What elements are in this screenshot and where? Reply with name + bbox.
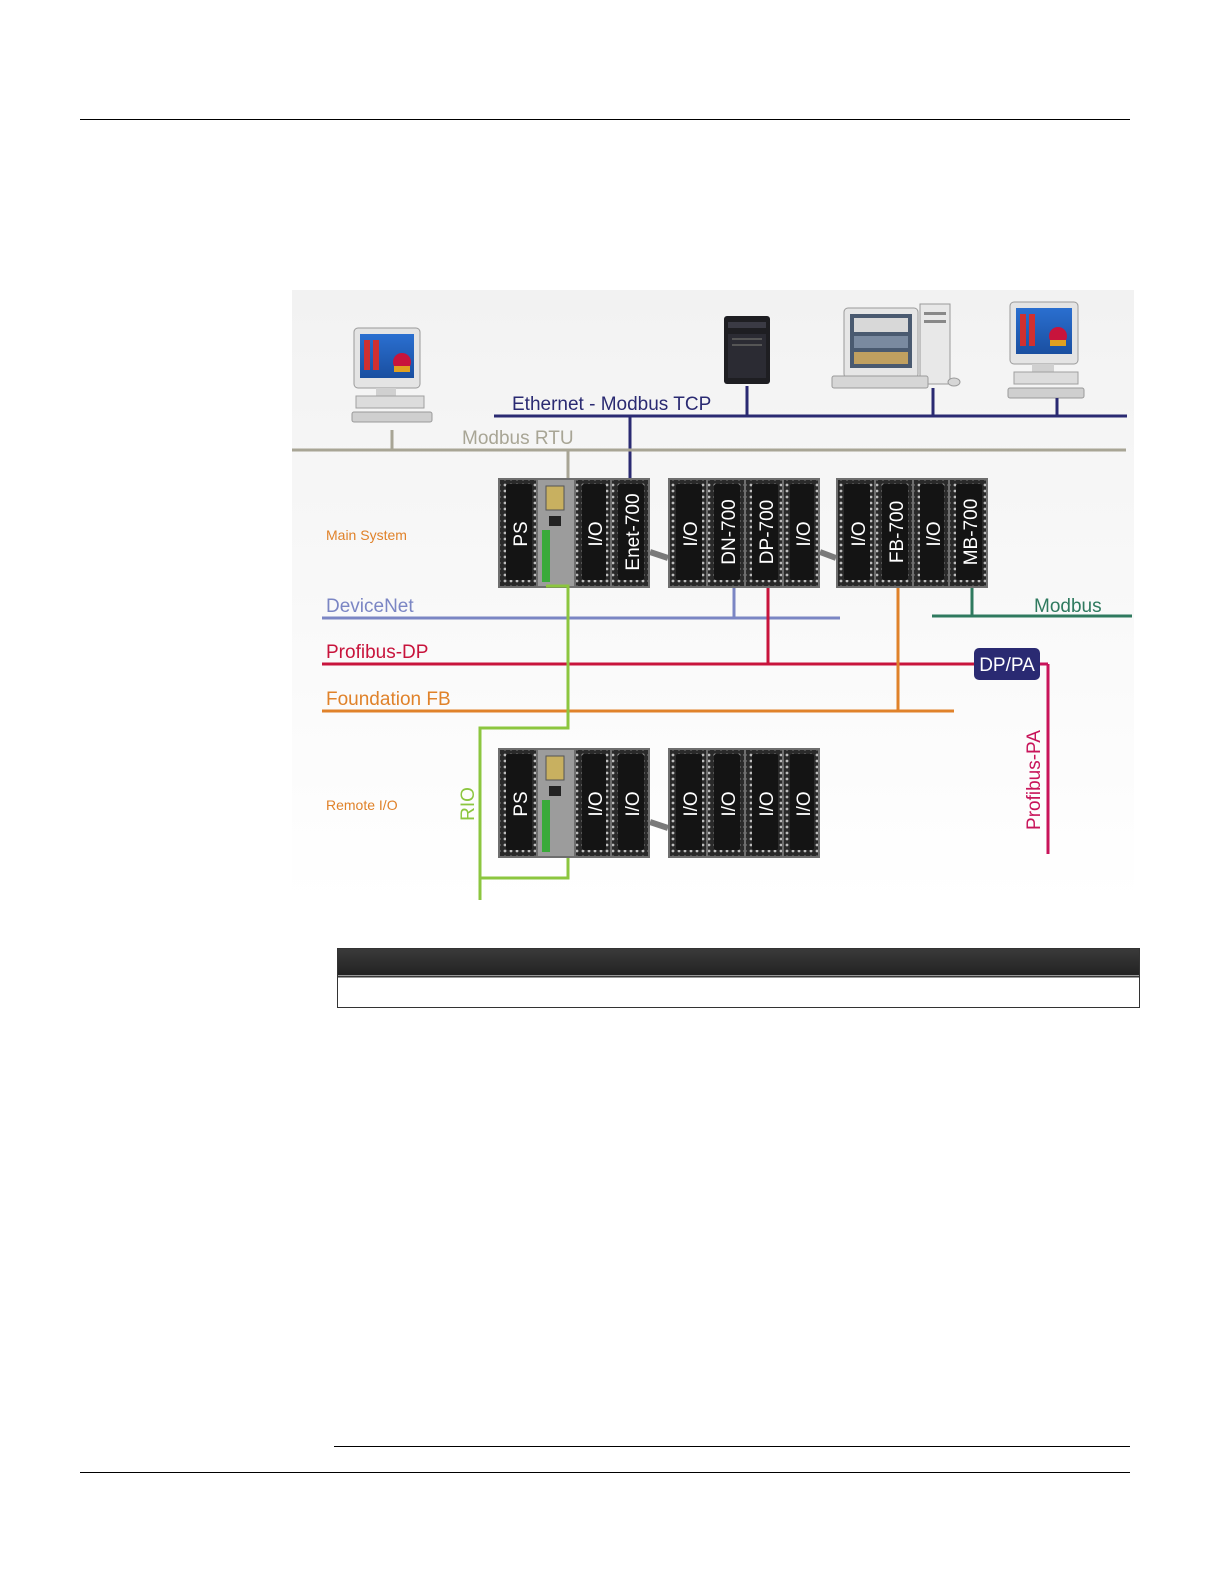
remote-io-2-label: I/O <box>623 791 644 816</box>
main-io-1-label: I/O <box>586 521 607 546</box>
remote-rack-2-io-module-c: I/O <box>746 750 782 856</box>
modbus-label: Modbus <box>1034 596 1102 617</box>
main-io-4-label: I/O <box>849 521 870 546</box>
figure-caption-box <box>337 948 1140 1008</box>
remote-ps-label: PS <box>511 791 532 816</box>
remote-rack-1-io-module-b: I/O <box>612 750 648 856</box>
remote-io-1-label: I/O <box>586 791 607 816</box>
main-rack-2-dn-module: DN-700 <box>708 480 744 586</box>
mb-700-label: MB-700 <box>961 499 982 566</box>
dp-pa-label: DP/PA <box>979 655 1035 676</box>
remote-rack-1-ps-module: PS <box>500 750 536 856</box>
profibus-pa-label: Profibus-PA <box>1024 730 1045 830</box>
main-io-5-label: I/O <box>924 521 945 546</box>
hmi-workstation-left-icon <box>352 328 432 422</box>
main-rack-3-io-module: I/O <box>838 480 874 586</box>
main-rack-1-ps-module: PS <box>500 480 536 586</box>
network-architecture-diagram: Ethernet - Modbus TCP Modbus RTU Main Sy… <box>292 290 1134 902</box>
main-rack-2-dp-module: DP-700 <box>746 480 782 586</box>
devicenet-label: DeviceNet <box>326 596 414 617</box>
remote-rack-1-cpu-module <box>538 750 574 856</box>
modbus-rtu-label: Modbus RTU <box>462 428 574 449</box>
profibus-dp-label: Profibus-DP <box>326 642 428 663</box>
footer-rule-upper <box>334 1446 1130 1447</box>
main-rack-1-enet-module: Enet-700 <box>612 480 648 586</box>
main-rack-3-mb-module: MB-700 <box>950 480 986 586</box>
main-rack-1-cpu-module <box>538 480 574 586</box>
main-system-label: Main System <box>326 527 407 543</box>
remote-io-label: Remote I/O <box>326 797 398 813</box>
main-rack-3-fb-module: FB-700 <box>876 480 912 586</box>
remote-io-6-label: I/O <box>794 791 815 816</box>
fb-700-label: FB-700 <box>887 501 908 563</box>
dp-700-label: DP-700 <box>757 500 778 564</box>
foundation-fb-label: Foundation FB <box>326 689 451 710</box>
remote-io-3-label: I/O <box>681 791 702 816</box>
remote-rack-2-io-module-d: I/O <box>784 750 818 856</box>
enet-700-label: Enet-700 <box>623 493 644 570</box>
ethernet-label: Ethernet - Modbus TCP <box>512 394 711 415</box>
footer-rule-lower <box>80 1472 1130 1473</box>
remote-rack-2-io-module-b: I/O <box>708 750 744 856</box>
main-rack-1-io-module: I/O <box>576 480 610 586</box>
header-rule <box>80 119 1130 120</box>
caption-header-bar <box>338 949 1139 978</box>
remote-rack-2-io-module-a: I/O <box>670 750 706 856</box>
main-io-2-label: I/O <box>681 521 702 546</box>
remote-io-4-label: I/O <box>719 791 740 816</box>
dn-700-label: DN-700 <box>719 499 740 564</box>
main-rack-2-io2-module: I/O <box>784 480 818 586</box>
dp-pa-coupler: DP/PA <box>974 648 1040 680</box>
hmi-workstation-right-icon <box>1008 302 1084 398</box>
engineering-workstation-icon <box>832 304 960 388</box>
server-icon <box>724 316 770 384</box>
main-io-3-label: I/O <box>794 521 815 546</box>
remote-io-5-label: I/O <box>757 791 778 816</box>
main-rack-3-io2-module: I/O <box>914 480 948 586</box>
remote-rack-1-io-module-a: I/O <box>576 750 610 856</box>
main-rack-2-io-module: I/O <box>670 480 706 586</box>
rio-label: RIO <box>458 787 479 821</box>
main-ps-label: PS <box>511 521 532 546</box>
